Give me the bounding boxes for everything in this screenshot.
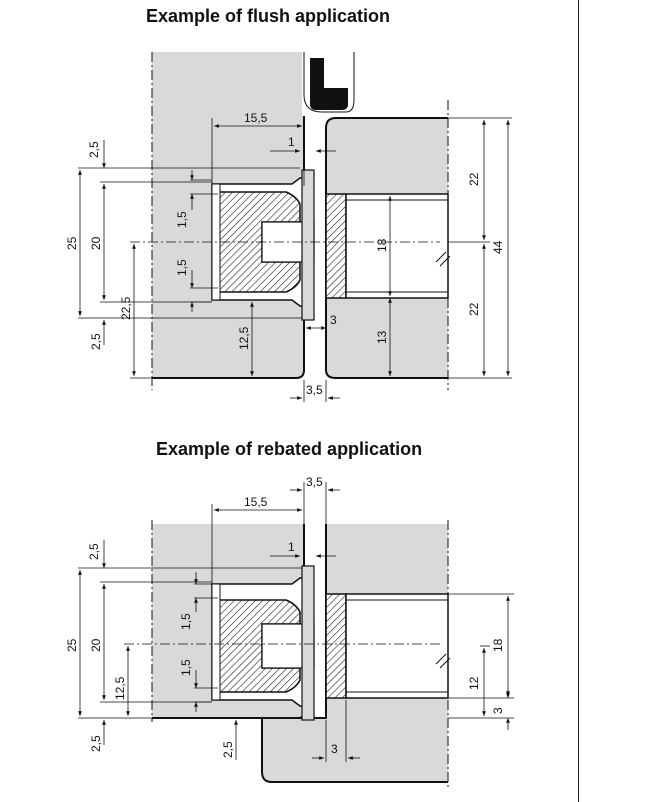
flush-dim-2-5-top: 2,5: [87, 141, 101, 158]
rebated-dim-3-right: 3: [491, 707, 505, 714]
flush-dim-15-5: 15,5: [244, 111, 268, 125]
flush-dim-20: 20: [89, 236, 103, 250]
flush-dim-44: 44: [491, 240, 505, 254]
rebated-dim-12-5: 12,5: [113, 676, 127, 700]
flush-dim-3-5: 3,5: [306, 383, 323, 397]
flush-dim-22-5: 22,5: [119, 296, 133, 320]
flush-dim-1: 1: [288, 135, 295, 149]
rebated-dim-2-5-top: 2,5: [87, 543, 101, 560]
flush-dim-18: 18: [375, 238, 389, 252]
flush-dim-22-top: 22: [467, 172, 481, 186]
page-divider-line: [578, 0, 579, 802]
rebated-diagram: 3,5 15,5 1 2,5 25 20 12,5 2,5 1,5: [65, 475, 514, 790]
flush-dim-3: 3: [330, 313, 337, 327]
flush-plate: [301, 169, 315, 321]
rebated-dim-2-5-bot: 2,5: [89, 735, 103, 752]
flush-pin: [325, 193, 347, 299]
flush-dim-1-5-b: 1,5: [175, 259, 189, 276]
flush-diagram: 15,5 1 2,5 25 20 22,5 2,5 1,5: [65, 52, 512, 402]
rebated-dim-12: 12: [467, 676, 481, 690]
rebated-dim-1-5-b: 1,5: [179, 659, 193, 676]
rebated-dim-1: 1: [288, 540, 295, 554]
rebated-dim-2-5-mid: 2,5: [221, 741, 235, 758]
rebated-dim-3-bottom: 3: [331, 742, 338, 756]
flush-dim-2-5-bot: 2,5: [89, 333, 103, 350]
rebated-dim-18: 18: [491, 638, 505, 652]
rebated-pin: [325, 593, 347, 699]
rebated-plate: [301, 565, 315, 721]
rebated-dim-20: 20: [89, 638, 103, 652]
rebated-dim-3-5: 3,5: [306, 475, 323, 489]
rebated-title: Example of rebated application: [156, 439, 423, 459]
rebated-dim-25: 25: [65, 638, 79, 652]
flush-dim-22-bot: 22: [467, 302, 481, 316]
rebated-dim-15-5: 15,5: [244, 495, 268, 509]
flush-dim-12-5: 12,5: [237, 326, 251, 350]
flush-dim-25: 25: [65, 236, 79, 250]
flush-dim-1-5-a: 1,5: [175, 211, 189, 228]
rebated-dim-1-5-a: 1,5: [179, 613, 193, 630]
flush-title: Example of flush application: [146, 6, 391, 26]
flush-dim-13: 13: [375, 330, 389, 344]
